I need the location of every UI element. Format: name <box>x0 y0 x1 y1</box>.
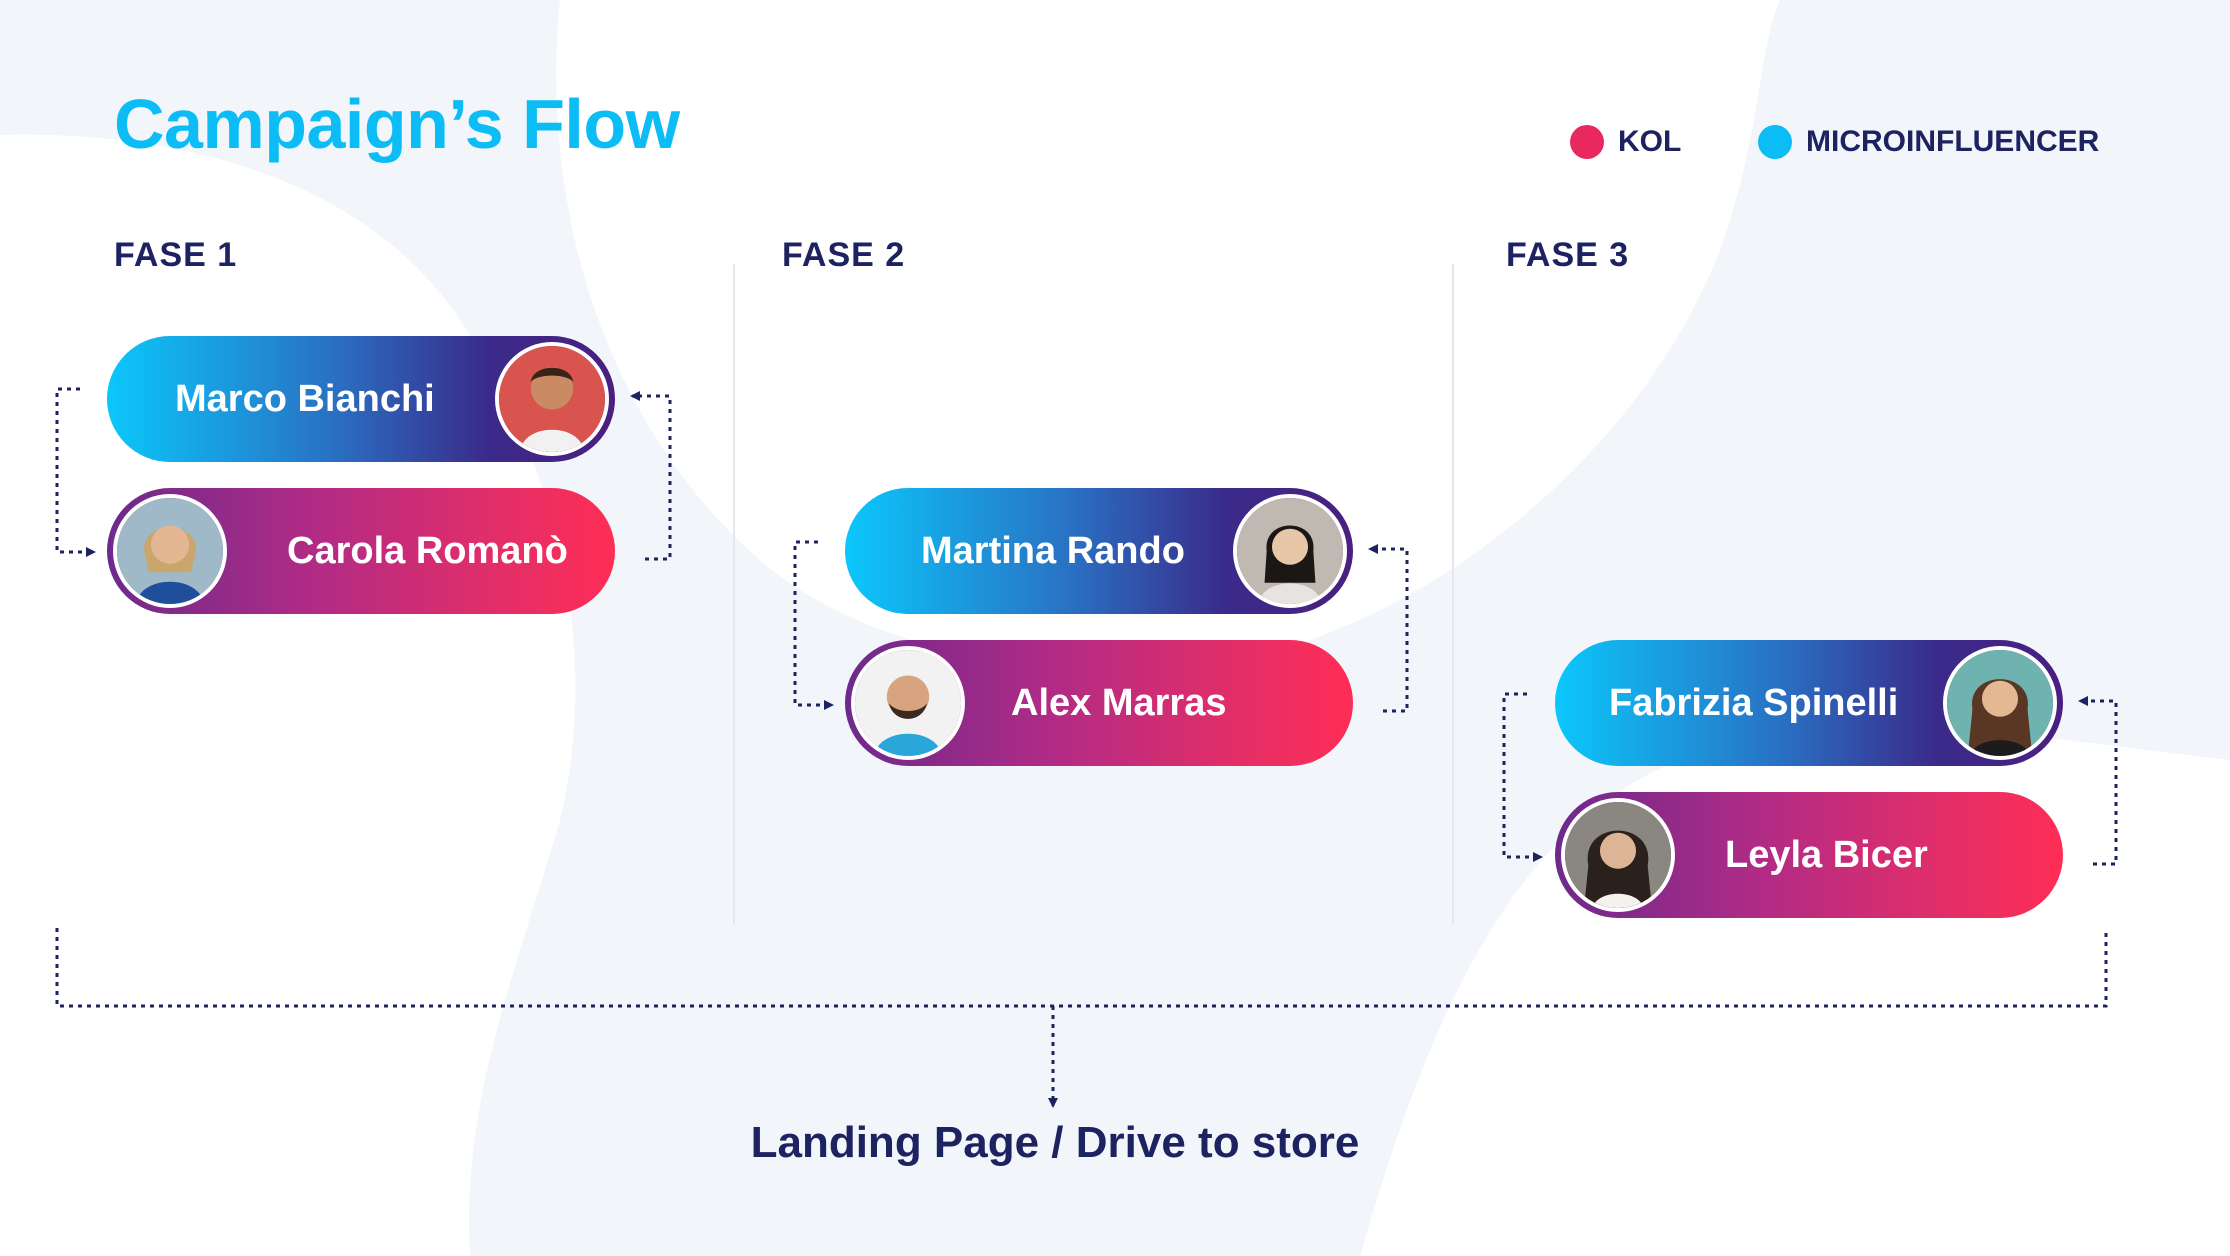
microinfluencer-pill[interactable]: Fabrizia Spinelli <box>1555 640 2063 766</box>
page-title: Campaign’s Flow <box>114 85 680 163</box>
phase-1-label: FASE 1 <box>114 236 238 274</box>
influencer-name: Leyla Bicer <box>1725 833 1928 876</box>
influencer-name: Marco Bianchi <box>175 377 435 420</box>
avatar <box>1943 646 2057 760</box>
influencer-name: Carola Romanò <box>287 529 568 572</box>
phase-divider <box>1452 264 1454 924</box>
influencer-name: Alex Marras <box>1011 681 1227 724</box>
influencer-name: Martina Rando <box>921 529 1185 572</box>
phase-2-label: FASE 2 <box>782 236 906 274</box>
kol-pill[interactable]: Leyla Bicer <box>1555 792 2063 918</box>
microinfluencer-dot-icon <box>1758 125 1792 159</box>
phase-divider <box>733 264 735 924</box>
destination-label: Landing Page / Drive to store <box>750 1118 1360 1167</box>
avatar <box>1233 494 1347 608</box>
kol-dot-icon <box>1570 125 1604 159</box>
avatar <box>851 646 965 760</box>
microinfluencer-pill[interactable]: Martina Rando <box>845 488 1353 614</box>
avatar <box>113 494 227 608</box>
legend-label: KOL <box>1618 125 1682 158</box>
avatar <box>1561 798 1675 912</box>
influencer-name: Fabrizia Spinelli <box>1609 681 1899 724</box>
kol-pill[interactable]: Alex Marras <box>845 640 1353 766</box>
kol-pill[interactable]: Carola Romanò <box>107 488 615 614</box>
legend-kol: KOL <box>1570 122 1681 162</box>
phase-3-label: FASE 3 <box>1506 236 1630 274</box>
legend-label: MICROINFLUENCER <box>1806 125 2100 158</box>
legend-microinfluencer: MICROINFLUENCER <box>1758 122 2099 162</box>
avatar <box>495 342 609 456</box>
microinfluencer-pill[interactable]: Marco Bianchi <box>107 336 615 462</box>
